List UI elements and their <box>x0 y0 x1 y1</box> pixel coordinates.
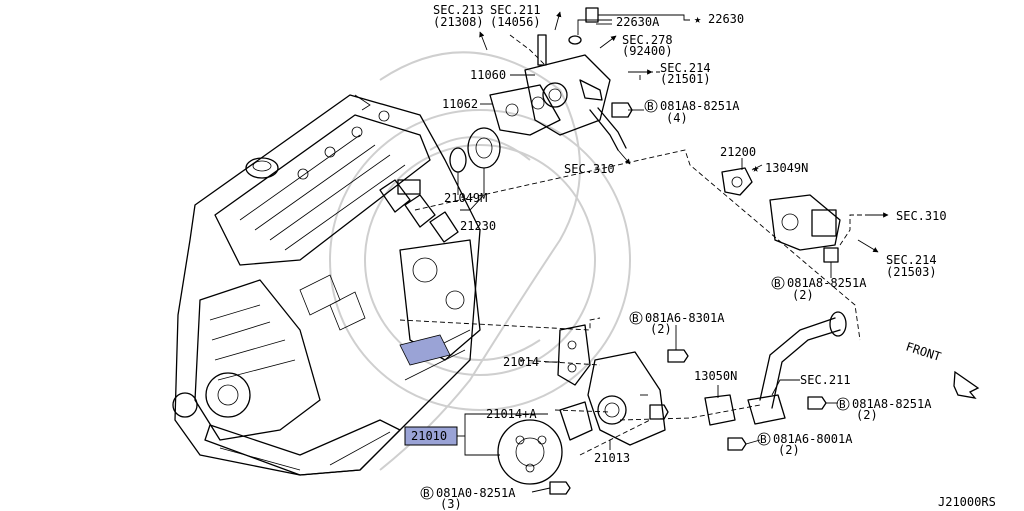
thermostat-assembly <box>721 167 841 263</box>
diagram-code: J21000RS <box>938 495 996 509</box>
star-13049n: ★ <box>752 161 759 175</box>
label-13049n: 13049N <box>765 161 808 175</box>
label-sec211b: SEC.211 <box>800 373 851 387</box>
label-11062: 11062 <box>442 97 478 111</box>
label-13050n: 13050N <box>694 369 737 383</box>
bolt-6-mark: B <box>423 487 430 500</box>
front-arrow <box>953 370 980 399</box>
label-21013: 21013 <box>594 451 630 465</box>
label-sec214a: SEC.214 <box>660 61 711 75</box>
label-21010-highlight <box>404 426 458 446</box>
bolt-3-mark: B <box>632 312 639 325</box>
bolt-2-code: 081A8-8251A <box>787 276 867 290</box>
label-21200: 21200 <box>720 145 756 159</box>
bolt-1-mark: B <box>647 100 654 113</box>
label-21049m: 21049M <box>444 191 487 205</box>
labels: SEC.213 (21308) SEC.211 (14056) 22630A ★… <box>404 3 996 511</box>
watermark <box>329 51 631 471</box>
bolt-5-mark: B <box>760 433 767 446</box>
bolt-5-code: 081A6-8001A <box>773 432 853 446</box>
label-sec278: SEC.278 <box>622 33 673 47</box>
label-22630a: 22630A <box>616 15 660 29</box>
bolt-6-code: 081A0-8251A <box>436 486 516 500</box>
label-21014: 21014 <box>503 355 539 369</box>
reference-lines <box>399 11 980 456</box>
bolt-1-code: 081A8-8251A <box>660 99 740 113</box>
star-22630: ★ <box>694 12 701 26</box>
bolt-6-qty: (3) <box>440 497 462 511</box>
label-sec213-code: (21308) <box>433 15 484 29</box>
water-outlet-assembly <box>449 7 633 173</box>
label-sec214a-code: (21501) <box>660 72 711 86</box>
label-21014a: 21014+A <box>486 407 537 421</box>
bolt-1-qty: (4) <box>666 111 688 125</box>
label-sec213: SEC.213 <box>433 3 484 17</box>
bolt-5-qty: (2) <box>778 443 800 457</box>
label-sec211a: SEC.211 <box>490 3 541 17</box>
label-21010: 21010 <box>411 429 447 443</box>
label-sec310b: SEC.310 <box>896 209 947 223</box>
water-pump-assembly <box>497 311 847 495</box>
label-sec214b-code: (21503) <box>886 265 937 279</box>
bolt-4-code: 081A8-8251A <box>852 397 932 411</box>
bolt-3-qty: (2) <box>650 322 672 336</box>
label-11060: 11060 <box>470 68 506 82</box>
label-22630: 22630 <box>708 12 744 26</box>
label-sec214b: SEC.214 <box>886 253 937 267</box>
label-front: FRONT <box>904 340 943 364</box>
label-sec211a-code: (14056) <box>490 15 541 29</box>
bolt-2-mark: B <box>774 277 781 290</box>
label-sec310a: SEC.310 <box>564 162 615 176</box>
label-21230: 21230 <box>460 219 496 233</box>
bolt-3-code: 081A6-8301A <box>645 311 725 325</box>
bolt-4-qty: (2) <box>856 408 878 422</box>
engine-block-illustration <box>172 94 481 476</box>
bolt-2-qty: (2) <box>792 288 814 302</box>
bolt-4-mark: B <box>839 398 846 411</box>
label-sec278-code: (92400) <box>622 44 673 58</box>
